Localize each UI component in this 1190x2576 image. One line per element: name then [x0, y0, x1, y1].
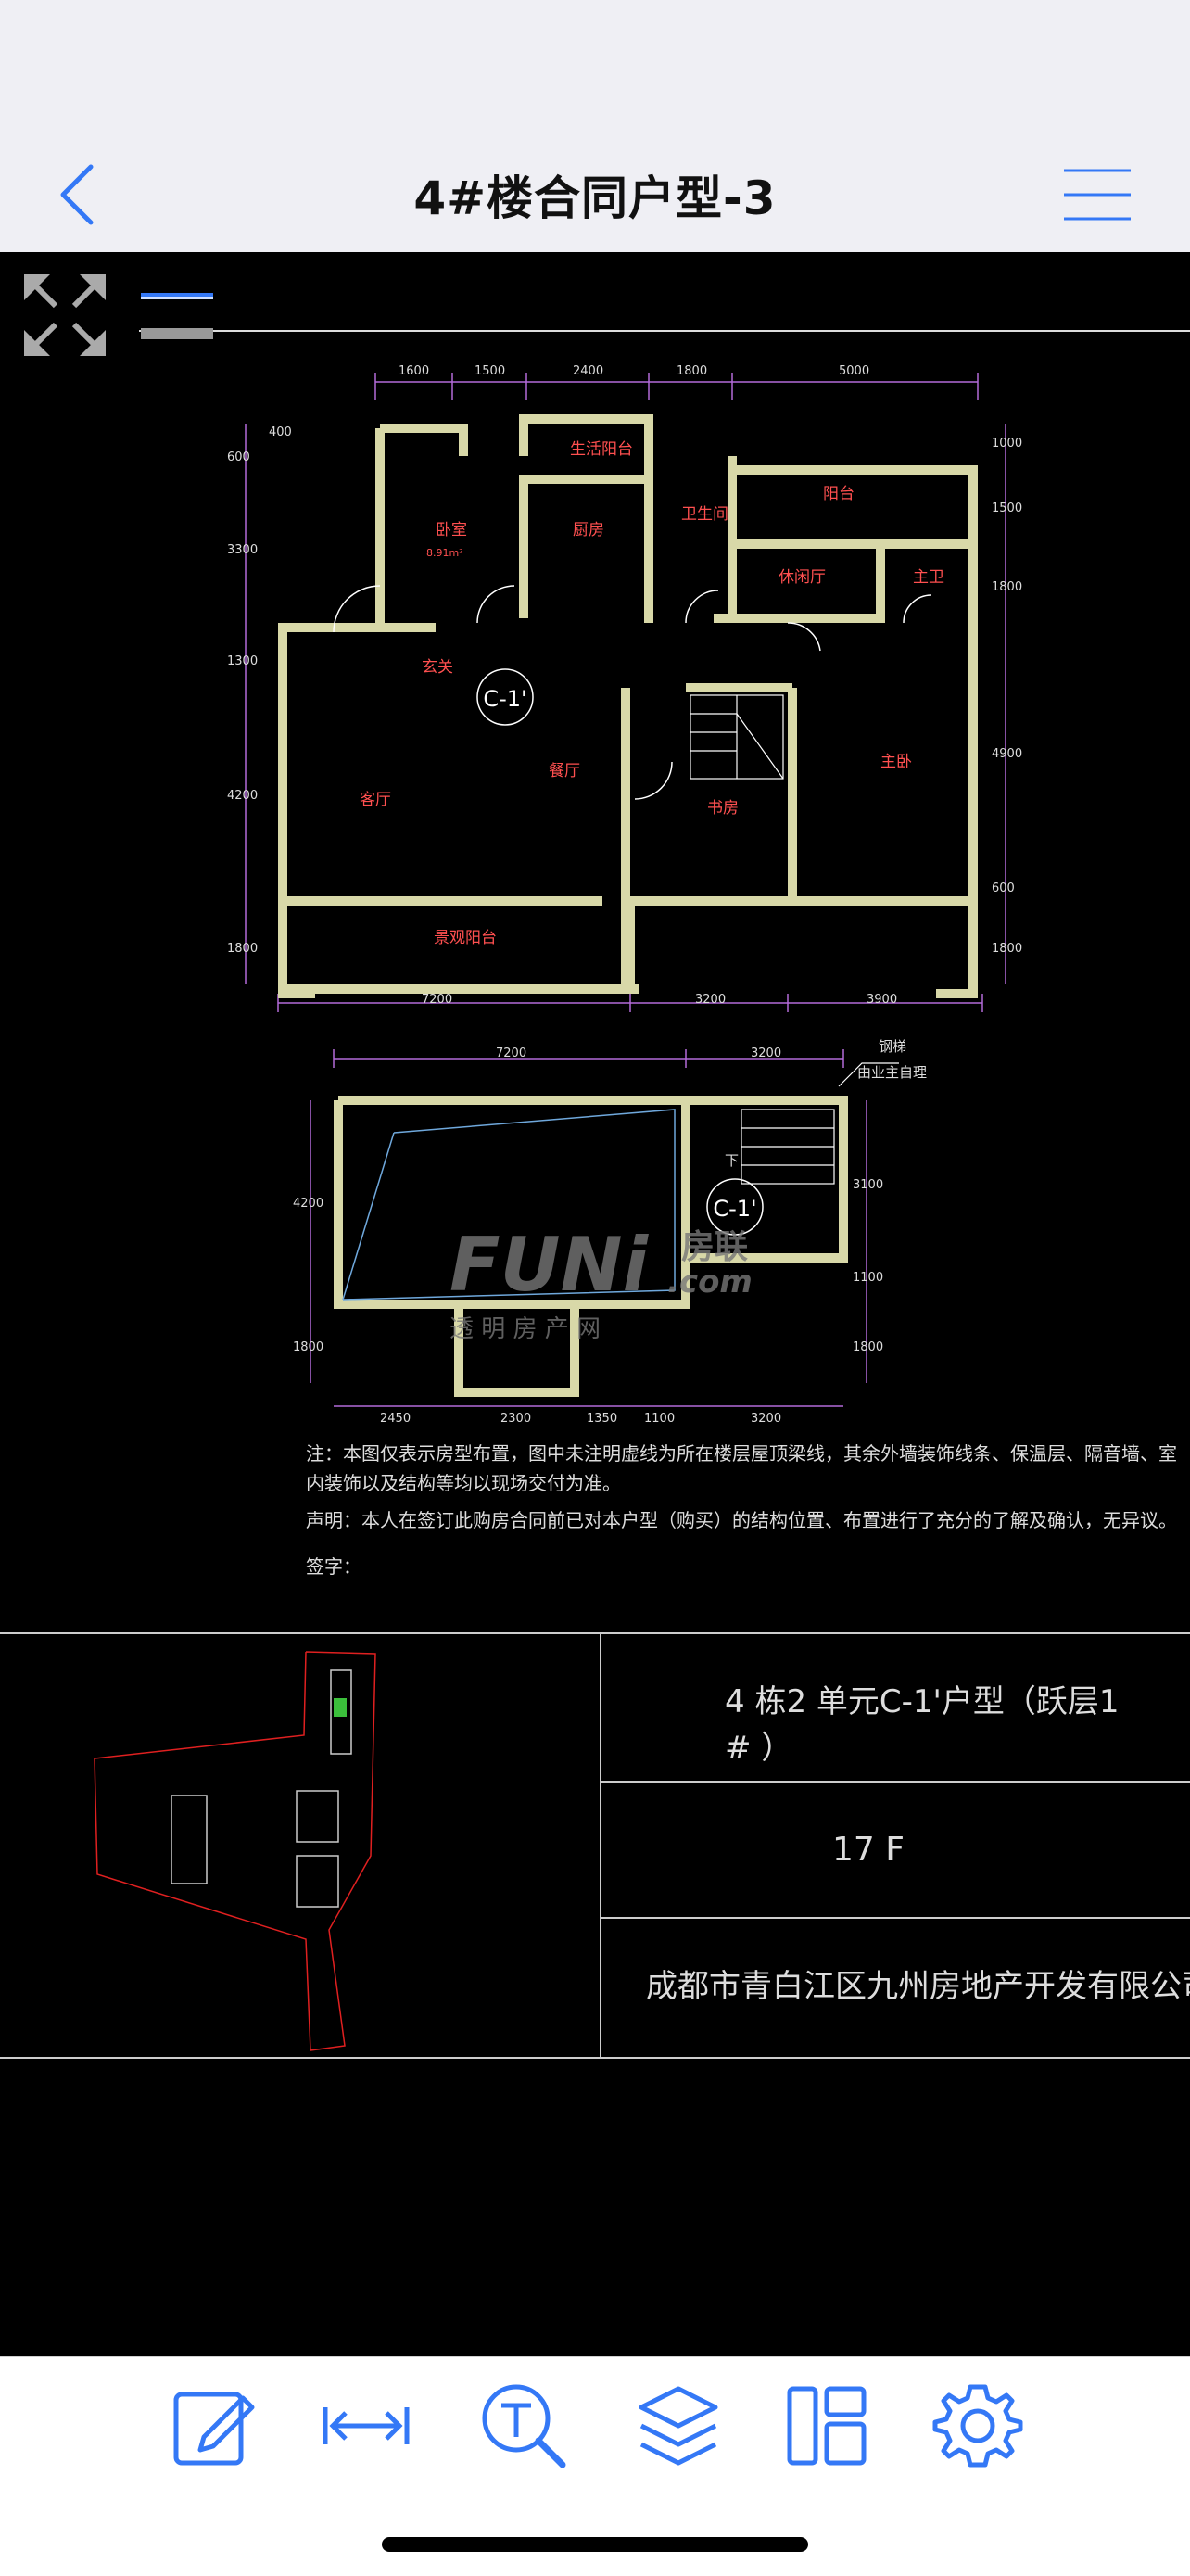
dim-lower-top-0: 7200	[496, 1047, 526, 1060]
page-title: 4#楼合同户型-3	[413, 171, 777, 225]
chevron-left-icon	[60, 164, 94, 225]
edit-pencil-icon	[173, 2392, 255, 2466]
dim-top-4: 5000	[839, 364, 869, 378]
room-kitchen: 厨房	[573, 521, 604, 539]
note-line-3: 声明：本人在签订此购房合同前已对本户型（购买）的结构位置、布置进行了充分的了解及…	[306, 1509, 1177, 1531]
dim-lower-top-1: 3200	[751, 1047, 781, 1060]
room-entrance: 玄关	[422, 658, 453, 677]
text-search-tool-button[interactable]	[477, 2379, 570, 2472]
hamburger-menu-icon	[1064, 169, 1131, 221]
site-plan-outline	[94, 1651, 376, 2051]
room-bedroom: 卧室	[436, 521, 467, 539]
dim-bottom-1: 3200	[695, 993, 726, 1007]
room-master-bedroom: 主卧	[880, 753, 912, 771]
room-living-balcony: 生活阳台	[570, 440, 633, 459]
dim-small: 400	[269, 425, 292, 439]
dim-lower-bottom-2: 1350	[587, 1412, 617, 1426]
dim-bottom-0: 7200	[422, 993, 452, 1007]
dim-left-2: 1300	[227, 654, 258, 668]
layers-tool-button[interactable]	[632, 2379, 725, 2472]
unit-line-2: # ）	[725, 1730, 792, 1767]
dim-right-0: 1000	[992, 437, 1022, 450]
watermark-logo: FUNi	[449, 1222, 650, 1308]
gear-icon	[932, 2384, 1023, 2468]
measure-distance-icon	[323, 2407, 410, 2444]
dim-bottom-2: 3900	[867, 993, 897, 1007]
dim-top-3: 1800	[677, 364, 707, 378]
layers-icon	[639, 2386, 718, 2466]
upper-floor-plan: 1600 1500 2400 1800 5000 7200 3200 3900 …	[227, 364, 1022, 1012]
room-living: 客厅	[360, 791, 391, 809]
room-view-balcony: 景观阳台	[434, 929, 497, 947]
room-balcony: 阳台	[823, 485, 855, 503]
dim-right-4: 600	[992, 882, 1015, 895]
layer-lines-icon	[141, 293, 213, 339]
dim-lower-right-0: 3100	[853, 1178, 883, 1192]
dim-left-4: 1800	[227, 942, 258, 956]
dim-lower-left-0: 4200	[293, 1197, 323, 1211]
lower-floor-plan: 7200 3200 2450 2300 1350 1100 3200 4200 …	[293, 1038, 927, 1426]
dim-lower-left-1: 1800	[293, 1340, 323, 1354]
dim-top-0: 1600	[399, 364, 429, 378]
navigation-bar: 4#楼合同户型-3	[0, 139, 1190, 253]
edit-tool-button[interactable]	[167, 2379, 260, 2472]
dim-top-2: 2400	[573, 364, 603, 378]
text-search-icon	[482, 2384, 566, 2468]
stair-note-2: 由业主自理	[857, 1064, 927, 1081]
floor-label: 17 F	[832, 1831, 905, 1869]
unit-tag-upper: C-1'	[483, 686, 526, 712]
layer-toggle[interactable]	[139, 286, 217, 341]
dim-left-0: 600	[227, 450, 250, 464]
down-label: 下	[725, 1152, 739, 1169]
dim-lower-right-1: 1100	[853, 1271, 883, 1285]
dim-right-5: 1800	[992, 942, 1022, 956]
room-study: 书房	[707, 799, 739, 818]
signature-label: 签字：	[306, 1555, 361, 1578]
dim-lower-bottom-4: 3200	[751, 1412, 781, 1426]
bottom-toolbar	[0, 2356, 1190, 2576]
dim-lower-bottom-1: 2300	[500, 1412, 531, 1426]
dim-top-1: 1500	[475, 364, 505, 378]
note-line-2: 内装饰以及结构等均以现场交付为准。	[306, 1472, 621, 1494]
dim-left-3: 4200	[227, 789, 258, 803]
dim-right-1: 1500	[992, 501, 1022, 515]
layout-panels-icon	[787, 2386, 867, 2466]
unit-tag-lower: C-1'	[713, 1196, 756, 1222]
status-bar	[0, 0, 1190, 139]
fullscreen-button[interactable]	[20, 271, 109, 360]
back-button[interactable]	[52, 158, 108, 232]
measure-tool-button[interactable]	[320, 2379, 412, 2472]
dim-lower-bottom-3: 1100	[644, 1412, 675, 1426]
dim-lower-bottom-0: 2450	[380, 1412, 411, 1426]
home-indicator[interactable]	[382, 2537, 808, 2552]
drawing-viewer[interactable]: 1600 1500 2400 1800 5000 7200 3200 3900 …	[0, 252, 1190, 2356]
watermark-logo-cn: 房联	[681, 1228, 748, 1266]
watermark-logo-com: .com	[667, 1263, 753, 1301]
menu-button[interactable]	[1062, 167, 1133, 222]
settings-tool-button[interactable]	[931, 2379, 1024, 2472]
dim-right-3: 4900	[992, 747, 1022, 761]
room-master-bath: 主卫	[913, 568, 944, 587]
note-line-1: 注：本图仅表示房型布置，图中未注明虚线为所在楼层屋顶梁线，其余外墙装饰线条、保温…	[306, 1442, 1177, 1465]
floor-plan-drawing: 1600 1500 2400 1800 5000 7200 3200 3900 …	[0, 330, 1190, 2059]
room-bedroom-area: 8.91m²	[426, 547, 463, 559]
dim-lower-right-2: 1800	[853, 1340, 883, 1354]
dim-left-1: 3300	[227, 543, 258, 557]
stair-note-1: 钢梯	[879, 1038, 906, 1055]
room-dining: 餐厅	[549, 762, 580, 780]
room-bathroom: 卫生间	[681, 505, 728, 524]
watermark-slogan: 透 明 房 产 网	[449, 1315, 601, 1343]
room-leisure: 休闲厅	[779, 568, 826, 587]
company-name: 成都市青白江区九州房地产开发有限公司	[646, 1968, 1190, 2005]
dim-right-2: 1800	[992, 580, 1022, 594]
title-block: 4 栋2 单元C-1'户型（跃层1 # ） 17 F 成都市青白江区九州房地产开…	[0, 1632, 1190, 2059]
layout-tool-button[interactable]	[780, 2379, 873, 2472]
unit-line-1: 4 栋2 单元C-1'户型（跃层1	[725, 1683, 1120, 1720]
expand-arrows-icon	[24, 274, 106, 356]
